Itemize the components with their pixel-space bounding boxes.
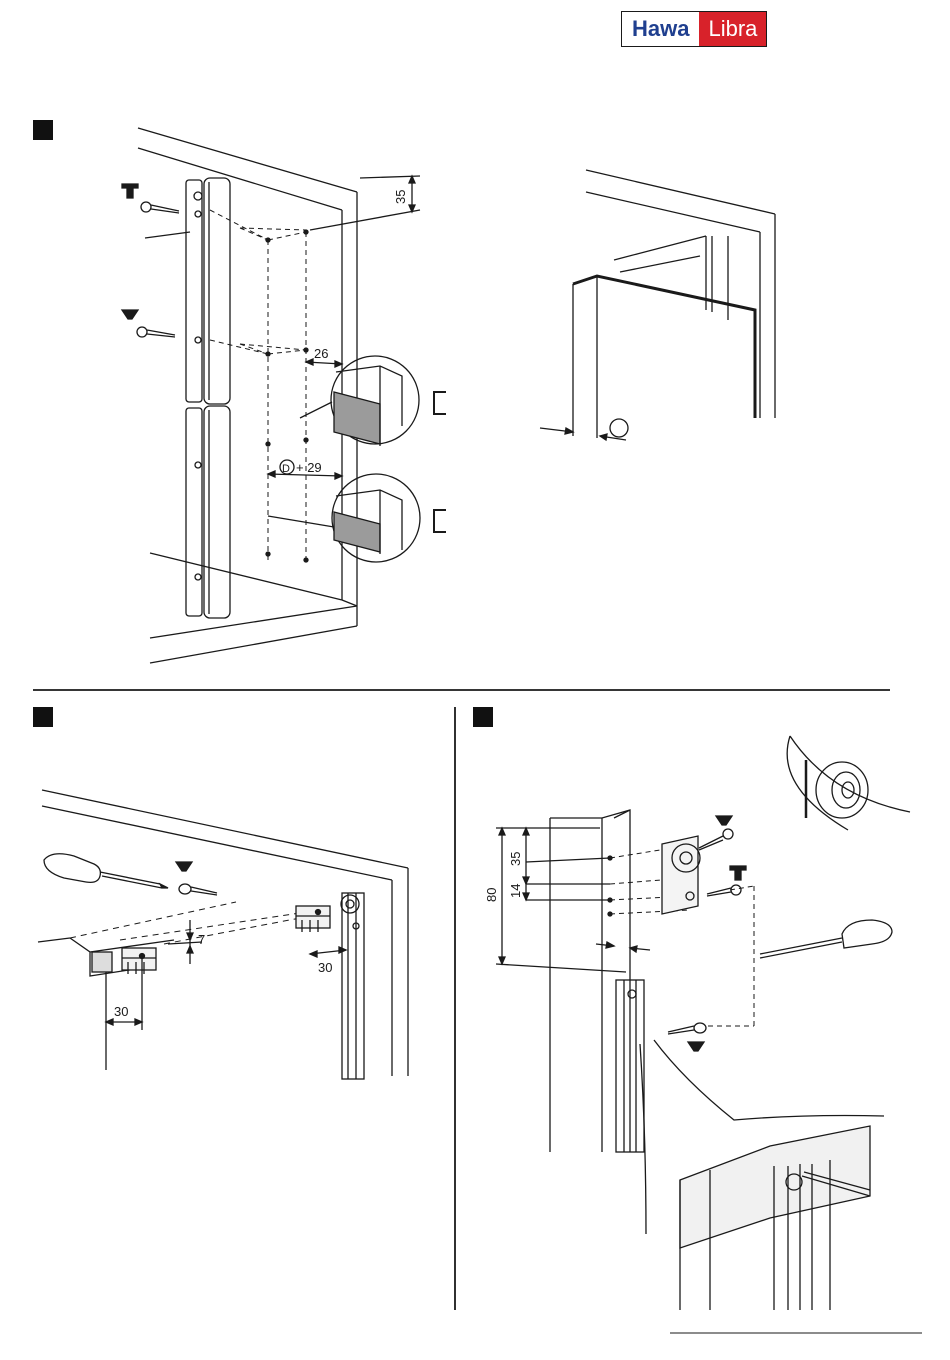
- fig2-dim-30-right: 30: [318, 960, 332, 975]
- fig2-dim-7: 7: [198, 932, 205, 947]
- figure-2-top-brackets: [38, 790, 408, 1079]
- fig1-dim-d-plus-29: + 29: [296, 460, 322, 475]
- fig3-dim-80: 80: [484, 888, 499, 902]
- fig3-dim-35: 35: [508, 852, 523, 866]
- figure-3-vertical-mounting: [496, 736, 910, 1310]
- fig2-dim-30-left: 30: [114, 1004, 128, 1019]
- figure-1b-cabinet-door: [540, 170, 775, 440]
- fig1-dim-26: 26: [314, 346, 328, 361]
- fig1-dim-35: 35: [393, 190, 408, 204]
- figure-1-cabinet-rail: [122, 128, 446, 663]
- fig3-dim-14: 14: [508, 884, 523, 898]
- fig1-dim-d-symbol: D: [282, 463, 290, 475]
